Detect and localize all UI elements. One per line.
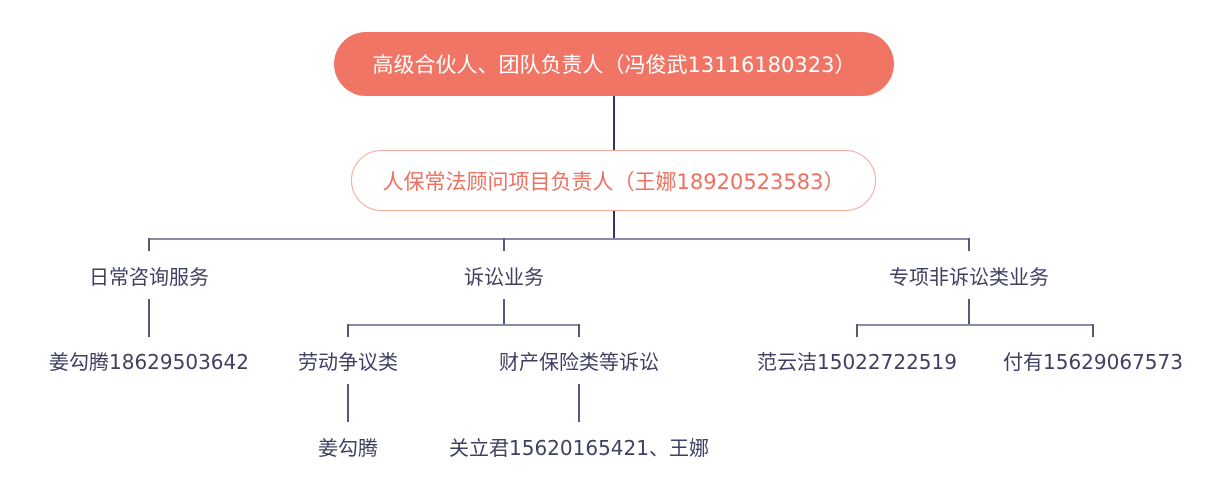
connector (148, 238, 150, 251)
project-lead-node: 人保常法顾问项目负责人（王娜18920523583） (351, 150, 876, 211)
root-label: 高级合伙人、团队负责人（冯俊武13116180323） (372, 53, 856, 77)
branch-non-litigation: 专项非诉讼类业务 (889, 265, 1049, 289)
connector (613, 96, 615, 150)
connector (348, 324, 580, 326)
connector (503, 299, 505, 324)
connector (347, 384, 349, 422)
connector (578, 384, 580, 422)
category-labor-dispute: 劳动争议类 (298, 350, 398, 374)
person-node: 关立君15620165421、王娜 (449, 436, 709, 460)
connector (857, 324, 1094, 326)
connector (1092, 324, 1094, 337)
person-node: 姜勾腾18629503642 (49, 350, 249, 374)
connector (148, 299, 150, 337)
person-node: 范云洁15022722519 (757, 350, 957, 374)
branch-litigation: 诉讼业务 (464, 265, 544, 289)
connector (613, 211, 615, 239)
connector (503, 238, 505, 251)
category-property-insurance: 财产保险类等诉讼 (499, 350, 659, 374)
connector (578, 324, 580, 337)
connector (968, 299, 970, 324)
connector (149, 238, 970, 240)
branch-daily-consulting: 日常咨询服务 (89, 265, 209, 289)
connector (347, 324, 349, 337)
person-node: 付有15629067573 (1003, 350, 1183, 374)
person-node: 姜勾腾 (318, 436, 378, 460)
connector (968, 238, 970, 251)
root-node: 高级合伙人、团队负责人（冯俊武13116180323） (334, 32, 894, 96)
project-lead-label: 人保常法顾问项目负责人（王娜18920523583） (382, 169, 845, 194)
connector (856, 324, 858, 337)
